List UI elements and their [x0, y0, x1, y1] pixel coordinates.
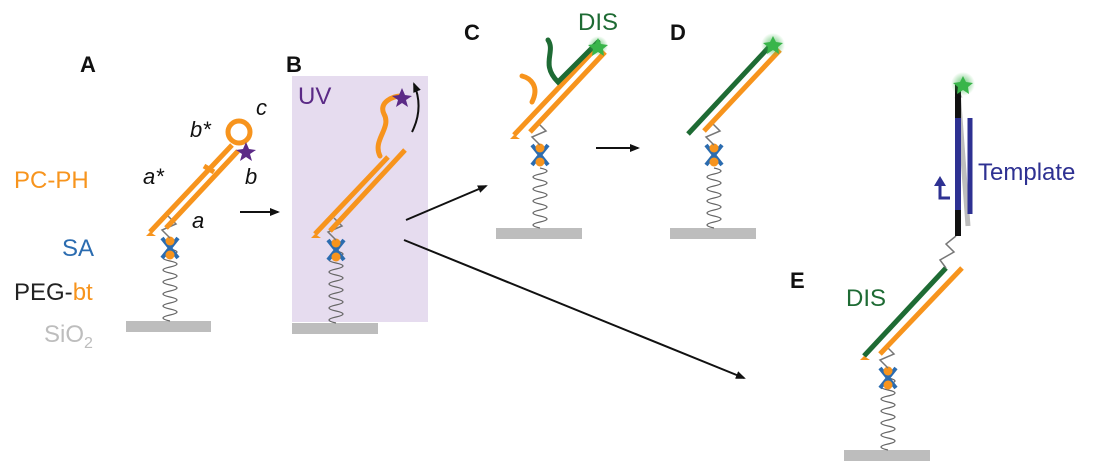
- legend-peg-bt: PEG-bt: [14, 279, 93, 306]
- peg-spring-d: [706, 167, 722, 229]
- strand-c-foot: [510, 135, 520, 139]
- legend-sio2-main: SiO: [44, 321, 84, 348]
- dis-strand-c: [545, 37, 601, 86]
- streptavidin-e: [878, 366, 898, 390]
- dis-strand-d: [686, 44, 772, 136]
- strand-c-outer: [528, 50, 607, 134]
- linker-c: [530, 122, 548, 146]
- strand-c-inner: [512, 42, 602, 137]
- linker-e-top: [938, 235, 957, 269]
- displaced-fragment-c: [519, 73, 538, 105]
- dis-label-e: DIS: [846, 285, 886, 312]
- legend-sio2: SiO2: [44, 321, 93, 352]
- panel-letter-d: D: [670, 20, 686, 45]
- surface-e: [844, 450, 930, 461]
- arrow-b-to-c: [405, 185, 488, 221]
- strand-b-foot: [311, 234, 321, 238]
- surface-c: [496, 228, 582, 239]
- quencher-star-a: [236, 142, 256, 161]
- strand-a-outer: [164, 149, 240, 230]
- panel-b: UV: [292, 76, 428, 334]
- segment-b: b: [245, 164, 257, 189]
- surface-b: [292, 323, 378, 334]
- peg-spring-c: [532, 167, 548, 229]
- fluor-star-e: [953, 76, 973, 94]
- strand-a-inner: [148, 143, 234, 234]
- strand-e-foot: [860, 356, 870, 360]
- segment-a-star: a*: [143, 164, 165, 189]
- strand-b-outer: [328, 148, 407, 233]
- segment-c: c: [256, 95, 267, 120]
- panel-a: a* b* c b a: [126, 95, 267, 332]
- panel-letter-c: C: [464, 20, 480, 45]
- dis-label-c: DIS: [578, 9, 618, 36]
- segment-a: a: [192, 208, 204, 233]
- peg-spring-a: [162, 248, 178, 322]
- legend-sa: SA: [62, 235, 94, 262]
- panel-c: DIS: [496, 9, 618, 239]
- peg-spring-e: [880, 377, 896, 451]
- strand-a-tick: [202, 163, 216, 175]
- surface-d: [670, 228, 756, 239]
- legend-pcph: PC-PH: [14, 167, 89, 194]
- peg-spring-b: [328, 250, 344, 324]
- released-fragment-b: [375, 93, 403, 159]
- strand-b-inner: [313, 155, 390, 236]
- surface-a: [126, 321, 211, 332]
- panel-d: [670, 33, 785, 239]
- uv-label: UV: [298, 83, 331, 110]
- strand-d-outer: [702, 48, 782, 133]
- linker-e: [878, 345, 896, 369]
- template-label: Template: [978, 159, 1075, 186]
- strand-a-foot: [146, 232, 156, 236]
- segment-b-star: b*: [190, 117, 212, 142]
- quencher-star-b: [392, 88, 412, 107]
- legend-peg: PEG-: [14, 279, 73, 306]
- panel-letter-b: B: [286, 52, 302, 77]
- fluor-star-d: [763, 36, 783, 54]
- panel-e: DIS Template: [844, 72, 1075, 461]
- streptavidin-b: [326, 238, 346, 262]
- legend-bt: bt: [73, 279, 93, 306]
- streptavidin-d: [704, 143, 724, 167]
- linker-d: [704, 122, 722, 146]
- panel-letter-e: E: [790, 268, 805, 293]
- strand-e-outer: [878, 266, 964, 356]
- streptavidin-c: [530, 143, 550, 167]
- extension-arrow-blue: [938, 184, 950, 200]
- arrow-b-to-e: [403, 239, 746, 379]
- extension-arrow-head: [934, 176, 946, 186]
- fluor-star-c: [588, 38, 608, 56]
- release-arrow-b: [411, 82, 421, 133]
- panel-letter-a: A: [80, 52, 96, 77]
- hairpin-loop-a: [225, 118, 253, 146]
- dis-strand-e: [862, 266, 948, 358]
- legend-sio2-sub: 2: [84, 335, 93, 352]
- streptavidin-a: [160, 236, 180, 260]
